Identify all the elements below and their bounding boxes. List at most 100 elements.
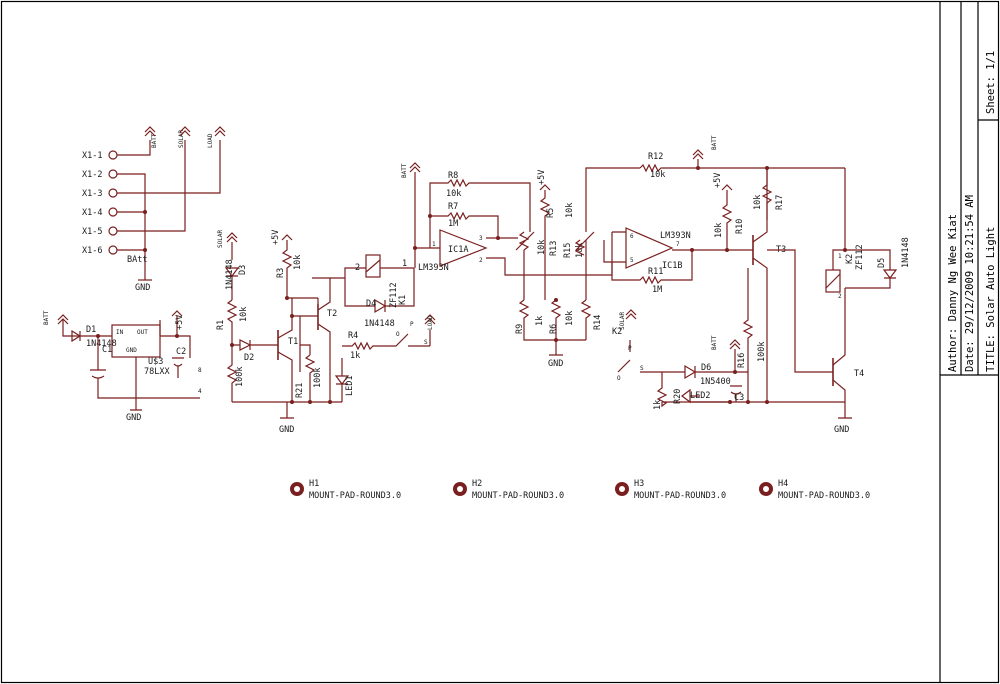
sensor-section: SOLAR D3 1N4148 R1 10k D2 100k +5V R3 10…: [216, 230, 355, 435]
schematic-label: 3: [479, 235, 483, 242]
schematic-label: 1: [432, 241, 436, 248]
date-label: Date: 29/12/2009 10:21:54 AM: [964, 195, 976, 372]
schematic-label: R7: [448, 202, 458, 212]
schematic-label: 10k: [293, 255, 303, 270]
schematic-label: H4: [778, 479, 788, 489]
schematic-label: T1: [288, 337, 298, 347]
schematic-label: 10k: [565, 203, 575, 218]
schematic-label: 1N4148: [364, 319, 395, 329]
schematic-label: ZF112: [855, 244, 865, 270]
schematic-label: LOAD: [427, 315, 434, 330]
schematic-label: R3: [276, 268, 286, 278]
schematic-label: GND: [548, 359, 563, 369]
schematic-label: 7: [676, 241, 680, 248]
schematic-label: 10k: [537, 240, 547, 255]
schematic-label: K2: [845, 254, 855, 264]
schematic-label: LED2: [690, 391, 710, 401]
net-label: BATT: [151, 133, 158, 148]
schematic-label: D2: [244, 353, 254, 363]
schematic-label: 8: [198, 367, 202, 374]
schematic-label: D3: [238, 265, 248, 275]
schematic-label: 2: [838, 293, 842, 300]
net-label: LOAD: [207, 133, 214, 148]
schematic-label: GND: [834, 425, 849, 435]
schematic-label: R21: [295, 383, 305, 398]
schematic-label: 10k: [650, 170, 665, 180]
schematic-label: 1N4148: [225, 259, 235, 290]
schematic-label: 1N5400: [700, 377, 731, 387]
relay-k1: 2 1 K1 ZF112 D4 1N4148 R4 1k O P S LOAD: [330, 254, 436, 361]
pin-label: X1-6: [82, 246, 102, 256]
pin-label: X1-4: [82, 208, 102, 218]
pin-label: X1-3: [82, 189, 102, 199]
schematic-label: 1M: [652, 285, 662, 295]
schematic-label: +5V: [537, 170, 547, 185]
schematic-label: GND: [279, 425, 294, 435]
schematic-label: 1k: [653, 400, 663, 410]
schematic-label: O: [396, 331, 400, 338]
connector-x1: X1-1 X1-2 X1-3 X1-4 X1-5 X1-6 GND BATT S…: [82, 126, 226, 293]
schematic-label: 10k: [239, 307, 249, 322]
schematic-label: MOUNT-PAD-ROUND3.0: [778, 491, 870, 501]
schematic-label: SOLAR: [217, 230, 224, 248]
schematic-label: 100k: [313, 368, 323, 388]
schematic-label: BATT: [711, 335, 718, 350]
schematic-label: O: [617, 375, 621, 382]
schematic-label: R11: [648, 267, 663, 277]
schematic-label: 10k: [753, 195, 763, 210]
schematic-label: +5V: [175, 315, 185, 330]
schematic-label: GND: [126, 347, 137, 354]
schematic-label: D1: [86, 325, 96, 335]
schematic-label: R10: [735, 219, 745, 234]
schematic-label: P: [410, 321, 414, 328]
schematic-label: 10k: [575, 243, 585, 258]
schematic-label: GND: [126, 413, 141, 423]
schematic-label: R5: [546, 208, 556, 218]
schematic-label: ZF112: [389, 282, 399, 308]
schematic-label: 10k: [446, 189, 461, 199]
schematic-label: +5V: [271, 230, 281, 245]
schematic-label: T2: [327, 309, 337, 319]
schematic-label: S: [640, 365, 644, 372]
pin-label: X1-1: [82, 151, 102, 161]
schematic-label: 2: [355, 263, 360, 273]
schematic-label: 100k: [235, 367, 245, 387]
sheet-label: Sheet: 1/1: [985, 51, 997, 114]
schematic-label: K1: [398, 295, 408, 305]
schematic-label: 10k: [714, 223, 724, 238]
schematic-label: LM393N: [418, 263, 449, 273]
title-label: TITLE: Solar Auto Light: [985, 227, 997, 372]
net-label: BATT: [43, 310, 50, 325]
schematic-label: +5V: [713, 173, 723, 188]
schematic-label: 100k: [757, 342, 767, 362]
schematic-label: 1N4148: [901, 237, 911, 268]
schematic-label: OUT: [137, 329, 148, 336]
schematic-label: 1: [838, 253, 842, 260]
schematic-label: IC1B: [662, 261, 682, 271]
charge-section: SOLAR K2 O P S D6 1N5400 1k R20 LED2 BAT…: [612, 309, 748, 410]
schematic-label: R14: [593, 315, 603, 330]
schematic-label: 6: [630, 233, 634, 240]
schematic-label: P: [628, 345, 632, 352]
schematic-label: IN: [116, 329, 124, 336]
comparator-ic1b: LM393N IC1B 6 5 7 R11 1M R12 10k BATT: [603, 135, 845, 295]
schematic-label: BATT: [401, 163, 408, 178]
schematic-label: R6: [549, 324, 559, 334]
schematic-label: 1M: [448, 219, 458, 229]
schematic-label: H1: [309, 479, 319, 489]
schematic-label: BATT: [711, 135, 718, 150]
schematic-label: R17: [775, 195, 785, 210]
schematic-label: SOLAR: [619, 312, 626, 330]
schematic-label: U$3: [148, 357, 163, 367]
regulator-section: BATT D1 1N4148 IN OUT GND U$3 78LXX C1 G…: [43, 310, 202, 423]
schematic-label: 4: [198, 388, 202, 395]
schematic-label: R20: [673, 389, 683, 404]
schematic-label: R16: [737, 353, 747, 368]
schematic-label: D5: [877, 258, 887, 268]
schematic-label: H3: [634, 479, 644, 489]
